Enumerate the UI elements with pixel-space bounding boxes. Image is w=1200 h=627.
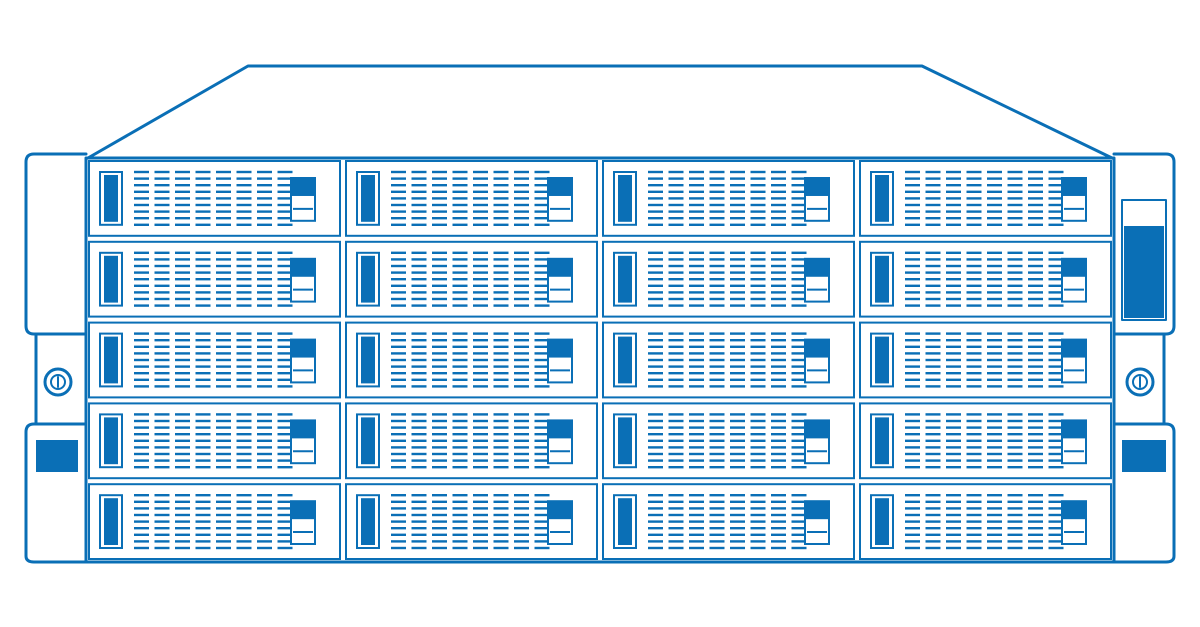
drive-latch-fill bbox=[875, 255, 889, 303]
drive-tray-icon[interactable] bbox=[602, 240, 855, 318]
drive-led-top bbox=[1062, 420, 1086, 439]
drive-led-top bbox=[291, 258, 315, 277]
drive-tray-icon[interactable] bbox=[859, 321, 1112, 399]
drive-latch-fill bbox=[104, 336, 118, 384]
drive-tray-icon[interactable] bbox=[88, 240, 341, 318]
drive-latch-fill bbox=[618, 336, 632, 384]
drive-tray-icon[interactable] bbox=[345, 483, 598, 561]
chassis-front-body bbox=[84, 156, 1116, 564]
drive-tray-icon[interactable] bbox=[602, 160, 855, 237]
drive-latch-fill bbox=[104, 417, 118, 465]
drive-tray-icon[interactable] bbox=[602, 483, 855, 561]
drive-tray-icon[interactable] bbox=[88, 402, 341, 480]
drive-latch-fill bbox=[618, 498, 632, 545]
drive-led-top bbox=[805, 420, 829, 439]
drive-tray-icon[interactable] bbox=[88, 483, 341, 561]
drive-tray-icon[interactable] bbox=[345, 321, 598, 399]
drive-led-top bbox=[291, 420, 315, 439]
drive-tray-icon[interactable] bbox=[88, 321, 341, 399]
drive-led-top bbox=[291, 501, 315, 520]
drive-latch-fill bbox=[361, 175, 375, 222]
drive-led-top bbox=[805, 501, 829, 520]
drive-latch-fill bbox=[361, 255, 375, 303]
drive-tray-icon[interactable] bbox=[88, 160, 341, 237]
drive-latch-fill bbox=[104, 498, 118, 545]
drive-tray-icon[interactable] bbox=[602, 402, 855, 480]
drive-latch-fill bbox=[875, 175, 889, 222]
drive-latch-fill bbox=[875, 498, 889, 545]
drive-tray-icon[interactable] bbox=[602, 321, 855, 399]
drive-tray-icon[interactable] bbox=[859, 402, 1112, 480]
drive-tray-icon[interactable] bbox=[345, 240, 598, 318]
drive-tray-icon[interactable] bbox=[859, 160, 1112, 237]
drive-bay-grid bbox=[88, 160, 1112, 561]
drive-tray-icon[interactable] bbox=[345, 402, 598, 480]
power-button-icon[interactable] bbox=[43, 367, 73, 397]
chassis-top-lid bbox=[86, 64, 1114, 160]
drive-led-top bbox=[1062, 178, 1086, 196]
drive-led-top bbox=[1062, 258, 1086, 277]
status-display-icon bbox=[1121, 199, 1167, 321]
drive-led-top bbox=[805, 178, 829, 196]
drive-latch-fill bbox=[875, 336, 889, 384]
drive-latch-fill bbox=[361, 417, 375, 465]
drive-tray-frame bbox=[602, 321, 855, 399]
drive-latch-fill bbox=[361, 336, 375, 384]
drive-latch-fill bbox=[618, 255, 632, 303]
drive-led-top bbox=[548, 178, 572, 196]
left-ear-label-plate bbox=[36, 440, 78, 472]
drive-led-top bbox=[805, 339, 829, 358]
drive-tray-icon[interactable] bbox=[859, 483, 1112, 561]
drive-latch-fill bbox=[104, 175, 118, 222]
drive-tray-icon[interactable] bbox=[859, 240, 1112, 318]
drive-latch-fill bbox=[875, 417, 889, 465]
drive-latch-fill bbox=[104, 255, 118, 303]
drive-led-top bbox=[548, 258, 572, 277]
left-rack-ear bbox=[24, 152, 88, 564]
right-ear-label-plate bbox=[1122, 440, 1166, 472]
drive-tray-frame bbox=[88, 321, 341, 399]
drive-tray-frame bbox=[345, 160, 598, 237]
drive-tray-frame bbox=[602, 402, 855, 480]
right-rack-ear bbox=[1112, 152, 1176, 564]
drive-latch-fill bbox=[618, 417, 632, 465]
drive-led-top bbox=[548, 339, 572, 358]
drive-led-top bbox=[291, 339, 315, 358]
power-button-icon[interactable] bbox=[1125, 367, 1155, 397]
drive-latch-fill bbox=[361, 498, 375, 545]
drive-tray-icon[interactable] bbox=[345, 160, 598, 237]
drive-tray-frame bbox=[859, 402, 1112, 480]
drive-led-top bbox=[1062, 339, 1086, 358]
drive-led-top bbox=[548, 420, 572, 439]
drive-led-top bbox=[805, 258, 829, 277]
drive-led-top bbox=[548, 501, 572, 520]
drive-latch-fill bbox=[618, 175, 632, 222]
drive-led-top bbox=[1062, 501, 1086, 520]
drive-led-top bbox=[291, 178, 315, 196]
